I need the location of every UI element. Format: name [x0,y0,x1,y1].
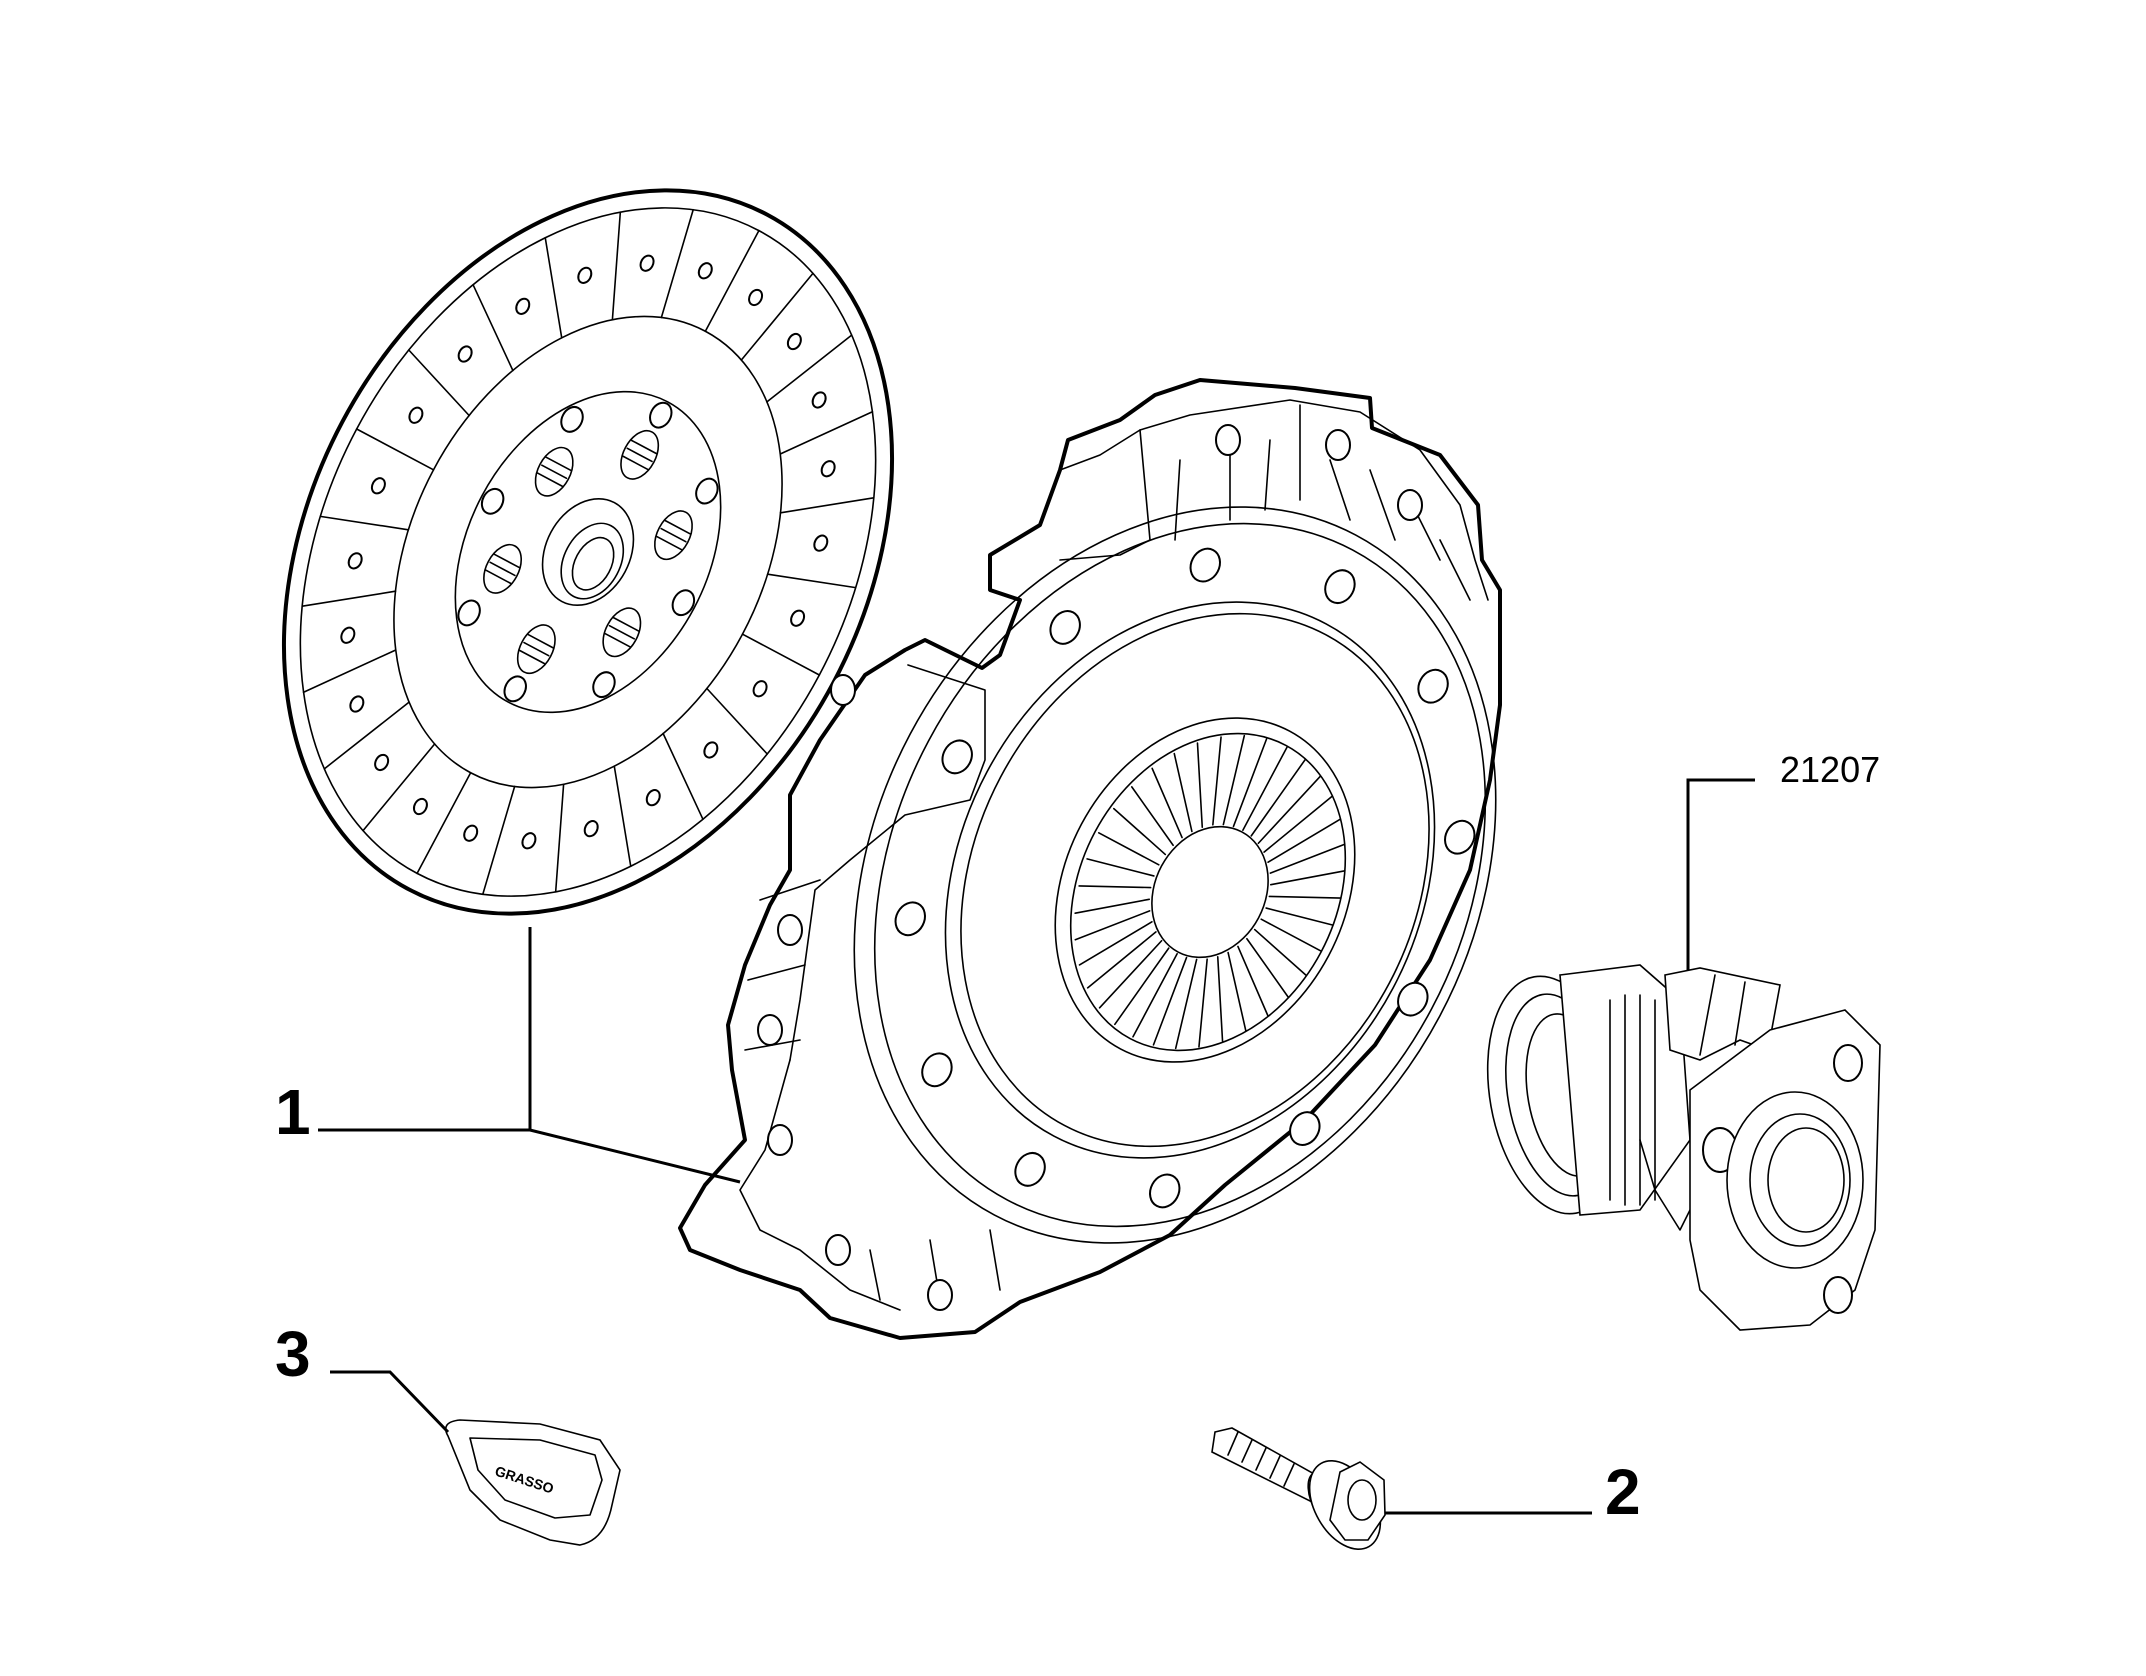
bolt [1211,1427,1386,1550]
clutch-disc [282,188,894,916]
reference-number: 21207 [1780,749,1881,790]
leader-lines [318,778,1755,1515]
callout-1: 1 [275,1076,311,1148]
grease-sachet: GRASSO [444,1419,621,1546]
concentric-slave-cylinder [1486,964,1881,1331]
callout-2: 2 [1605,1456,1641,1528]
callout-3: 3 [275,1318,311,1390]
pressure-plate-cover [678,378,1502,1340]
